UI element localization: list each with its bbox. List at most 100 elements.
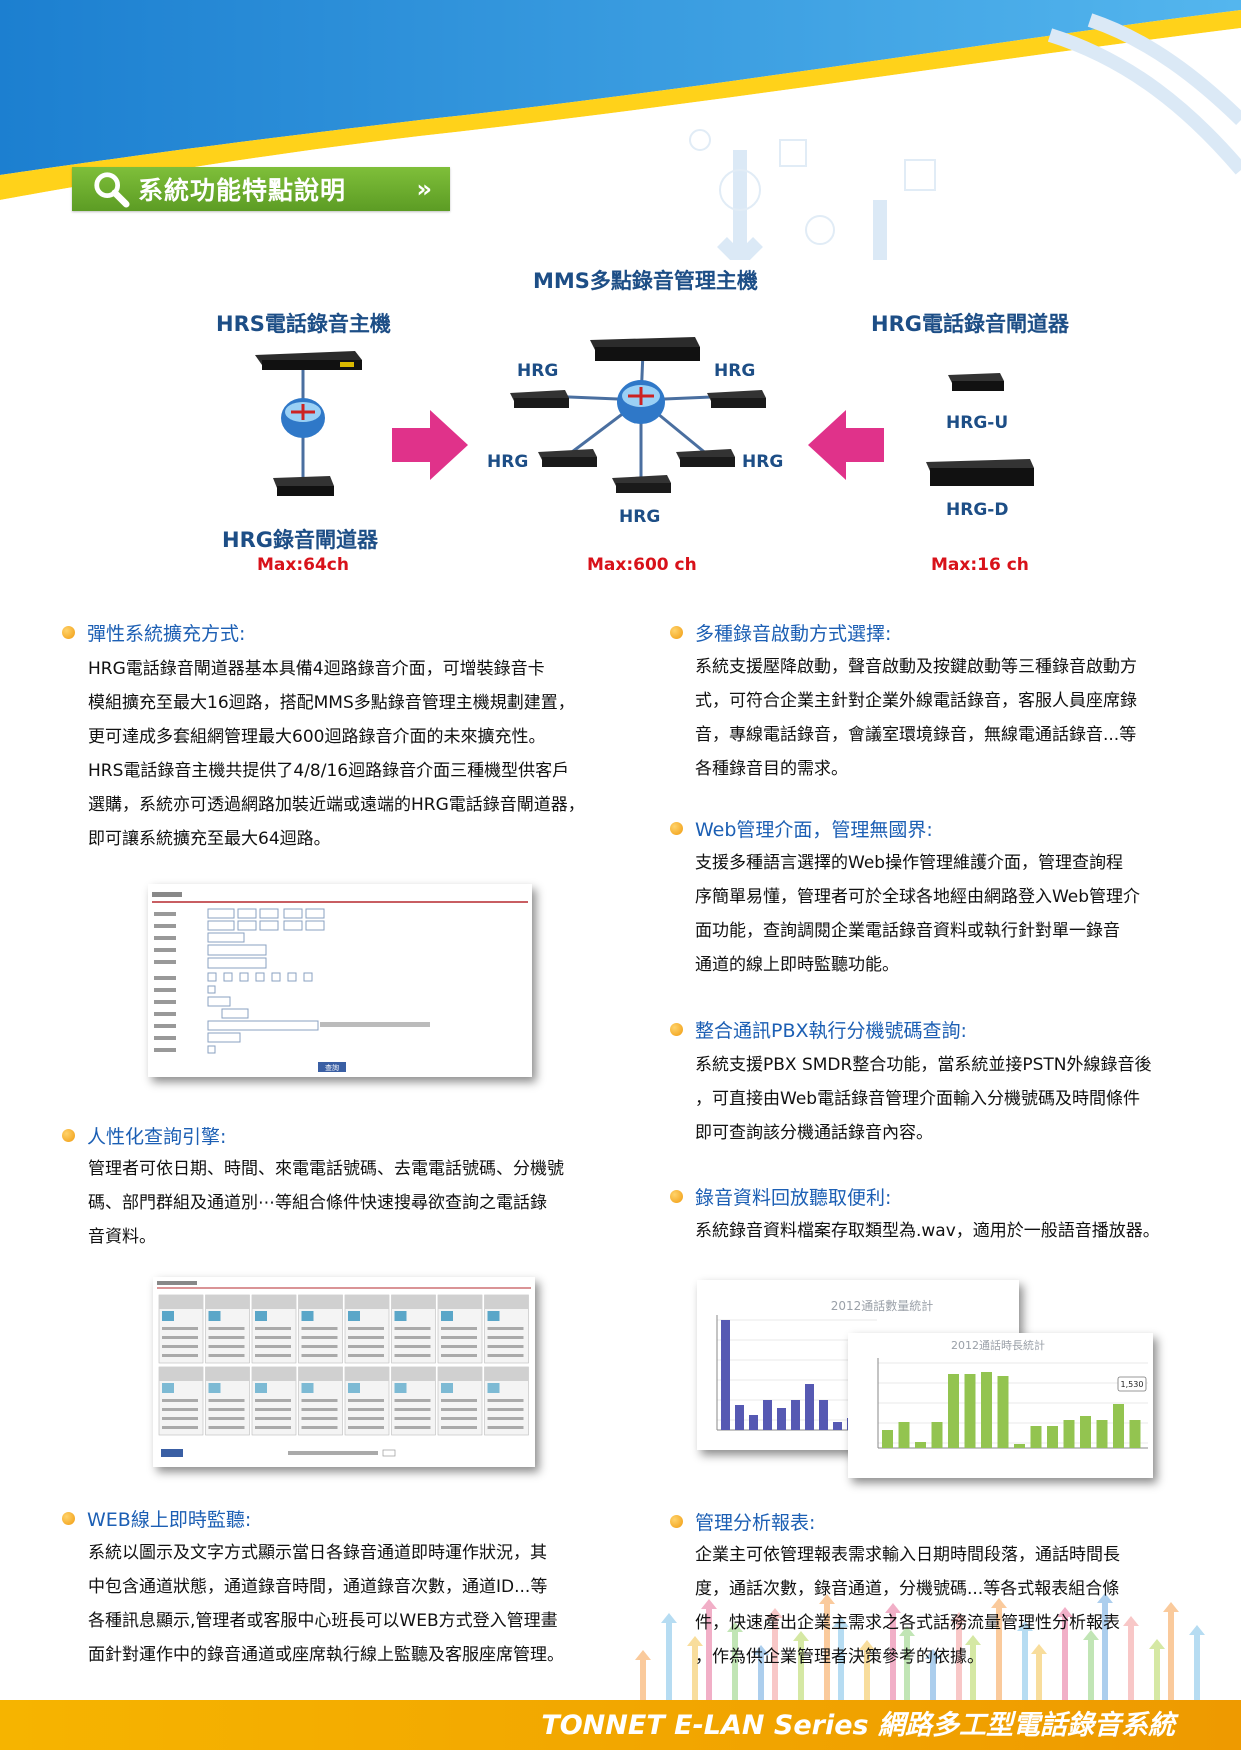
decorative-arrow-icon bbox=[1097, 1593, 1113, 1700]
chart2-bar bbox=[1063, 1420, 1075, 1448]
chart2-bar bbox=[964, 1374, 976, 1448]
phone-icon bbox=[208, 1311, 221, 1321]
decorative-arrow-icon bbox=[687, 1636, 703, 1700]
cell-text-line bbox=[301, 1327, 338, 1330]
cell-text-line bbox=[348, 1345, 384, 1348]
cell-text-line bbox=[394, 1426, 431, 1429]
cell-text-line bbox=[162, 1408, 198, 1411]
hrg-u-device-icon bbox=[948, 373, 1004, 391]
cell-text-line bbox=[255, 1336, 291, 1339]
hrg-device-icons bbox=[510, 390, 766, 493]
footer-product-title: TONNET E-LAN Series 網路多工型電話錄音系統 bbox=[541, 1710, 1175, 1741]
chart2-bar bbox=[1113, 1404, 1124, 1448]
cell-text-line bbox=[348, 1336, 384, 1339]
phone-icon bbox=[162, 1311, 174, 1321]
network-diagram bbox=[255, 337, 1034, 496]
cell-text-line bbox=[162, 1399, 198, 1402]
cell-text-line bbox=[255, 1408, 291, 1411]
chart2-bar bbox=[1047, 1426, 1058, 1448]
cell-text-line bbox=[255, 1345, 291, 1348]
hrg-d-device-icon bbox=[926, 459, 1034, 486]
cell-text-line bbox=[348, 1399, 384, 1402]
cell-text-line bbox=[255, 1354, 291, 1357]
phone-icon bbox=[348, 1383, 360, 1393]
section-title: 整合通訊PBX執行分機號碼查詢: bbox=[695, 1020, 967, 1042]
call-duration-chart-screenshot: 2012通話時長統計 1,530 bbox=[848, 1333, 1153, 1478]
chart1-title: 2012通話數量統計 bbox=[831, 1298, 934, 1313]
section-heading-expansion: 彈性系統擴充方式: bbox=[62, 619, 245, 646]
channel-cell-header bbox=[345, 1295, 389, 1309]
pink-arrow-left bbox=[808, 410, 884, 480]
cell-text-line bbox=[394, 1354, 431, 1357]
decorative-arrow-icon bbox=[767, 1608, 783, 1700]
chart2-bar bbox=[915, 1442, 926, 1448]
section-title-bar: 系統功能特點說明 » bbox=[72, 167, 450, 211]
channel-cell-header bbox=[438, 1367, 482, 1381]
section-heading-live-monitor: WEB線上即時監聽: bbox=[62, 1505, 251, 1532]
cell-text-line bbox=[162, 1345, 198, 1348]
hrg-node-label: HRG bbox=[619, 507, 661, 527]
section-title: 錄音資料回放聽取便利: bbox=[695, 1187, 892, 1209]
hrg-node-label: HRG bbox=[487, 452, 529, 472]
section-title: 多種錄音啟動方式選擇: bbox=[695, 623, 892, 645]
decorative-arrow-icon bbox=[899, 1626, 915, 1700]
phone-icon bbox=[487, 1383, 500, 1393]
cell-text-line bbox=[487, 1399, 524, 1402]
bullet-dot-icon bbox=[62, 1512, 75, 1525]
cell-text-line bbox=[208, 1399, 245, 1402]
cell-text-line bbox=[441, 1336, 477, 1339]
channel-cell-header bbox=[391, 1295, 436, 1309]
channel-cell-header bbox=[205, 1295, 250, 1309]
chart1-bar bbox=[833, 1422, 842, 1430]
chart2-bar bbox=[1014, 1444, 1025, 1448]
cell-text-line bbox=[487, 1327, 524, 1330]
section-heading-reports: 管理分析報表: bbox=[670, 1508, 815, 1535]
phone-icon bbox=[348, 1311, 360, 1321]
cell-text-line bbox=[301, 1417, 338, 1420]
channel-cell-header bbox=[484, 1295, 529, 1309]
hrg-gateway-title: HRG電話錄音閘道器 bbox=[871, 312, 1069, 336]
section-heading-pbx: 整合通訊PBX執行分機號碼查詢: bbox=[670, 1016, 967, 1043]
decorative-arrow-icon bbox=[793, 1631, 809, 1700]
max-channels-center: Max:600 ch bbox=[587, 555, 697, 575]
chart1-bar bbox=[735, 1405, 744, 1430]
chart1-bar bbox=[721, 1320, 730, 1430]
mms-title: MMS多點錄音管理主機 bbox=[533, 269, 758, 293]
monitor-grid-screenshot bbox=[153, 1277, 535, 1467]
section-body-web-management: 支援多種語言選擇的Web操作管理維護介面，管理查詢程 序簡單易懂，管理者可於全球… bbox=[695, 853, 1141, 975]
phone-icon bbox=[208, 1383, 221, 1393]
section-heading-playback: 錄音資料回放聽取便利: bbox=[670, 1183, 891, 1210]
cell-text-line bbox=[348, 1417, 384, 1420]
cell-text-line bbox=[348, 1426, 384, 1429]
cell-text-line bbox=[208, 1345, 245, 1348]
cell-text-line bbox=[162, 1417, 198, 1420]
max-channels-right: Max:16 ch bbox=[931, 555, 1029, 575]
cell-text-line bbox=[208, 1336, 245, 1339]
hrg-node-label: HRG bbox=[742, 452, 784, 472]
section-heading-web-management: Web管理介面，管理無國界: bbox=[670, 815, 933, 842]
query-form-screenshot: 查詢 bbox=[148, 884, 532, 1077]
cell-text-line bbox=[487, 1417, 524, 1420]
decorative-arrow-icon bbox=[991, 1598, 1007, 1700]
chart2-bar bbox=[931, 1422, 943, 1448]
cell-text-line bbox=[208, 1426, 245, 1429]
hrg-node-label: HRG bbox=[714, 361, 756, 381]
cell-text-line bbox=[301, 1399, 338, 1402]
query-submit-button-label: 查詢 bbox=[325, 1063, 339, 1072]
cell-text-line bbox=[162, 1336, 198, 1339]
decorative-arrow-icon bbox=[661, 1613, 677, 1700]
decorative-arrow-icon bbox=[965, 1635, 981, 1700]
decorative-arrow-icon bbox=[701, 1599, 717, 1700]
chart2-bar bbox=[981, 1372, 992, 1448]
cell-text-line bbox=[208, 1327, 245, 1330]
bullet-dot-icon bbox=[62, 626, 75, 639]
cell-text-line bbox=[441, 1399, 477, 1402]
cell-text-line bbox=[441, 1354, 477, 1357]
hrg-node-label: HRG bbox=[517, 361, 559, 381]
bullet-dot-icon bbox=[670, 822, 683, 835]
bullet-dot-icon bbox=[670, 626, 683, 639]
router-icon-center bbox=[617, 380, 665, 424]
phone-icon bbox=[394, 1311, 407, 1321]
cell-text-line bbox=[487, 1336, 524, 1339]
decorative-arrow-icon bbox=[1123, 1616, 1139, 1700]
